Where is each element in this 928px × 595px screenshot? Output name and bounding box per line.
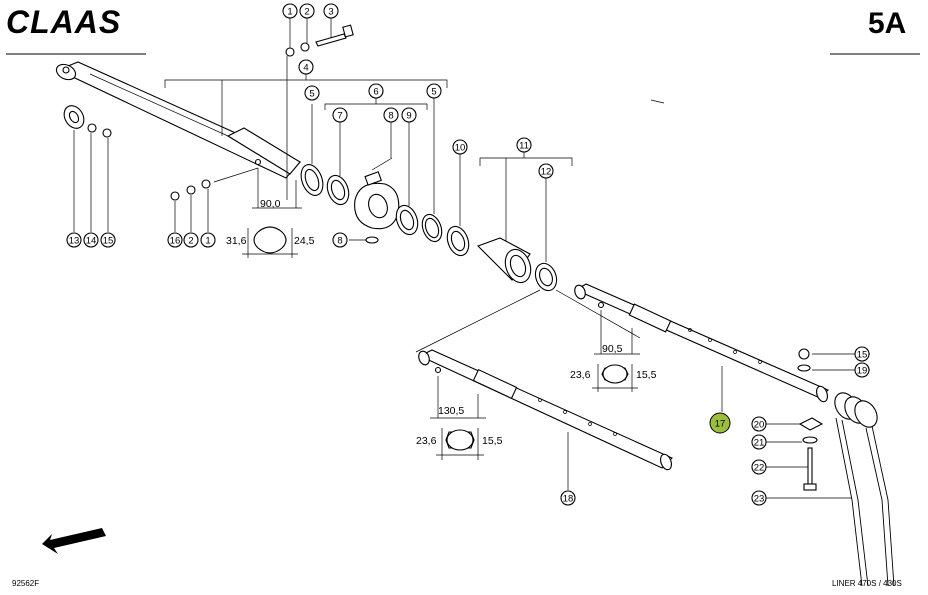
callout-22: 22 [751,459,767,475]
direction-arrow-icon [42,528,106,554]
svg-text:2: 2 [304,7,309,18]
svg-text:5: 5 [309,89,314,100]
svg-text:8: 8 [337,236,342,247]
callout-2b: 2 [183,232,199,248]
stray-marks [650,99,665,104]
svg-text:9: 9 [406,111,411,122]
callout-9: 9 [401,107,417,123]
rings-middle [395,98,470,257]
bolt-assembly-top [285,18,354,200]
svg-text:17: 17 [715,419,726,430]
callout-1b: 1 [200,232,216,248]
callout-15b: 15 [854,346,870,362]
svg-text:10: 10 [455,143,466,154]
bushing-assembly [477,152,573,292]
dim-23-6-b-label: 23,6 [416,435,437,447]
shaft-17 [574,283,829,412]
svg-text:8: 8 [388,111,393,122]
svg-text:2: 2 [188,236,193,247]
profile-lower: 23,6 15,5 [416,428,503,460]
svg-text:18: 18 [563,494,574,505]
callout-19: 19 [854,362,870,378]
dim-15-5-a-label: 15,5 [636,369,657,381]
callout-23: 23 [751,490,767,506]
svg-text:7: 7 [337,111,342,122]
callout-6: 6 [368,83,384,99]
brand-logo: CLAAS [6,4,121,40]
svg-text:23: 23 [754,494,765,505]
bearing-housing [349,122,400,244]
dimension-130-5: 130,5 [430,376,486,419]
dim-31-6-label: 31,6 [226,235,247,247]
upper-shaft [55,61,301,179]
svg-text:5: 5 [431,87,436,98]
callout-11: 11 [516,137,532,153]
dim-90-5-label: 90,5 [602,343,623,355]
callout-5a: 5 [304,85,320,101]
svg-text:14: 14 [86,236,97,247]
callout-14: 14 [83,232,99,248]
svg-text:15: 15 [103,236,114,247]
callout-4: 4 [298,59,314,75]
seal-parts-left [63,105,112,232]
svg-text:19: 19 [857,366,868,377]
callout-8a: 8 [383,107,399,123]
model-label: LINER 470S / 430S [832,579,902,588]
leader-lines [415,289,641,353]
svg-text:6: 6 [373,87,378,98]
callout-21: 21 [751,434,767,450]
rings-upper [300,104,350,206]
dim-24-5-label: 24,5 [294,235,315,247]
svg-text:15: 15 [857,350,868,361]
tine-assembly [766,348,895,587]
dim-130-5-label: 130,5 [438,405,464,417]
nut-assembly [170,167,259,232]
sheet-id: 5A [868,7,906,40]
svg-text:16: 16 [170,236,181,247]
bracket-6 [324,98,428,110]
svg-text:20: 20 [754,420,765,431]
svg-text:1: 1 [205,236,210,247]
callout-17-highlighted: 17 [709,412,731,434]
profile-right: 23,6 15,5 [570,364,657,392]
callout-2a: 2 [299,3,315,19]
svg-text:13: 13 [69,236,80,247]
svg-text:11: 11 [519,141,529,152]
callout-18: 18 [560,490,576,506]
callout-10: 10 [452,139,468,155]
svg-text:21: 21 [754,438,765,449]
profile-upper: 31,6 24,5 [226,226,315,258]
callout-16: 16 [167,232,183,248]
callout-7: 7 [332,107,348,123]
svg-text:4: 4 [303,63,308,74]
svg-text:1: 1 [287,7,292,18]
callouts: 1 2 3 4 5 6 7 8 9 5 10 11 12 13 14 15 16… [66,3,870,506]
dim-90-0-label: 90,0 [260,198,281,210]
dim-15-5-b-label: 15,5 [482,435,503,447]
callout-20: 20 [751,416,767,432]
shaft-18 [418,349,673,490]
callout-1a: 1 [282,3,298,19]
callout-13: 13 [66,232,82,248]
callout-3: 3 [323,3,339,19]
drawing-number: 92562F [12,579,39,588]
callout-12: 12 [538,163,554,179]
dim-23-6-a-label: 23,6 [570,369,591,381]
callout-5b: 5 [426,83,442,99]
dimension-90-0: 90,0 [252,168,302,210]
svg-text:3: 3 [328,7,333,18]
dimension-90-5: 90,5 [594,310,640,355]
callout-8b: 8 [332,232,348,248]
svg-text:22: 22 [754,463,765,474]
svg-text:12: 12 [541,167,552,178]
bracket-4 [164,74,448,136]
callout-15a: 15 [100,232,116,248]
